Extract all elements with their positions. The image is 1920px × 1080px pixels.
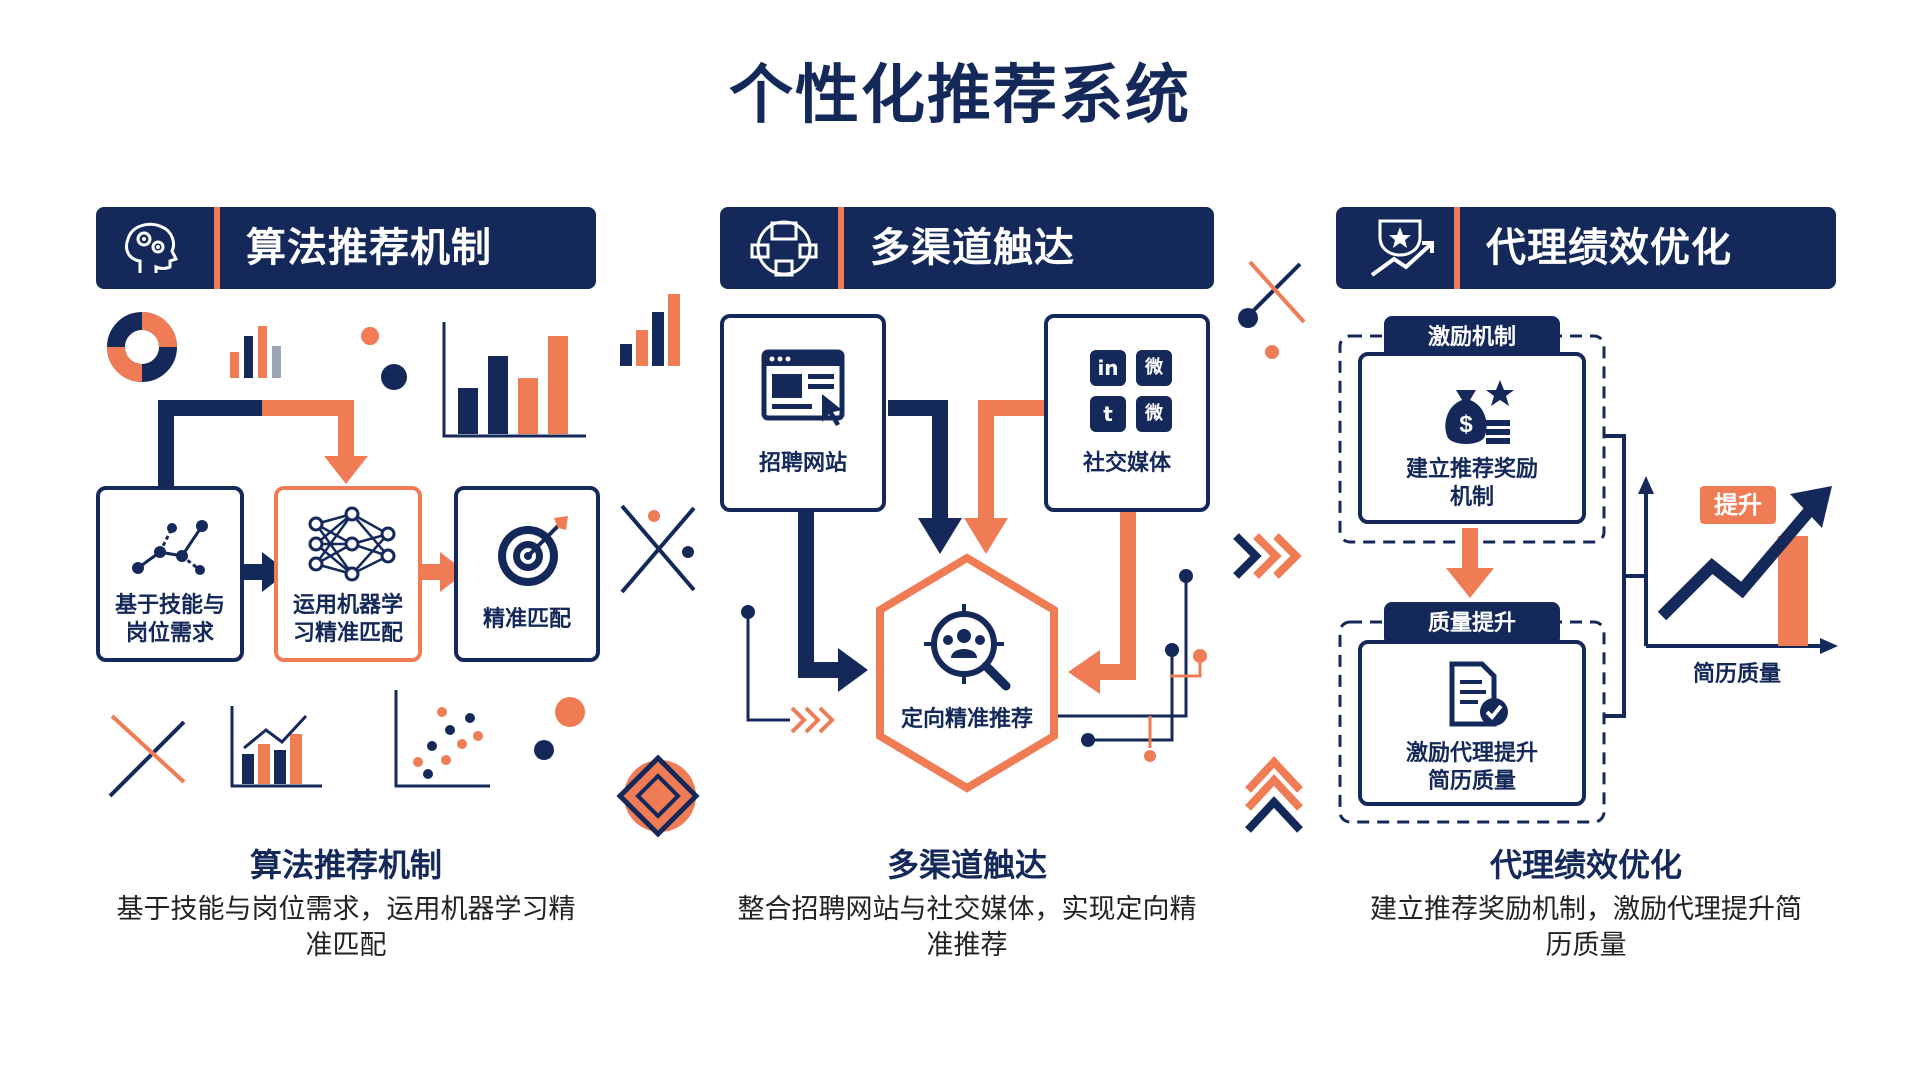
ml-matching-box: 运用机器学 习精准匹配 xyxy=(274,486,422,662)
resume-quality-box: 激励代理提升 简历质量 xyxy=(1358,640,1586,806)
precision-match-box: 精准匹配 xyxy=(454,486,600,662)
section-header-title: 多渠道触达 xyxy=(870,225,1075,271)
caption-description: 建立推荐奖励机制，激励代理提升简 xyxy=(1370,894,1802,925)
social-media-icon: in 微 t 微 xyxy=(1090,350,1174,434)
caption-title: 算法推荐机制 xyxy=(249,846,442,884)
cross-lines-decor xyxy=(108,714,186,798)
box-label: 招聘网站 xyxy=(758,451,847,476)
bar-line-chart-icon xyxy=(230,706,322,788)
money-bag-icon: $ xyxy=(1445,380,1514,444)
box-label: 社交媒体 xyxy=(1082,451,1171,476)
weibo-icon: 微 xyxy=(1136,396,1172,432)
decor-dot xyxy=(361,327,379,345)
bar-chart-icon xyxy=(442,322,586,438)
decor-dot xyxy=(381,364,407,390)
section-header-algorithm: 算法推荐机制 xyxy=(96,207,596,289)
wechat-icon: 微 xyxy=(1136,350,1172,386)
caption-description: 基于技能与岗位需求，运用机器学习精 xyxy=(116,894,576,925)
network-graph-icon xyxy=(132,520,208,575)
page-title: 个性化推荐系统 xyxy=(729,59,1191,133)
section-header-title: 算法推荐机制 xyxy=(246,225,492,271)
caption-description: 准匹配 xyxy=(305,930,387,961)
improve-badge: 提升 xyxy=(1700,486,1776,524)
small-bar-chart-icon xyxy=(620,294,680,366)
trophy-growth-icon xyxy=(1370,219,1434,277)
target-icon xyxy=(498,516,568,586)
reward-mechanism-box: $ 建立推荐奖励 机制 xyxy=(1358,352,1586,524)
box-label: 激励代理提升 xyxy=(1405,741,1538,766)
donut-chart-icon xyxy=(107,312,177,382)
browser-window-icon xyxy=(761,349,845,426)
box-label: 岗位需求 xyxy=(125,621,214,646)
box-label: 习精准匹配 xyxy=(292,621,403,646)
double-chevron-right-icon xyxy=(1233,533,1302,579)
targeted-recommendation-hexagon xyxy=(876,553,1058,793)
box-label: 运用机器学 xyxy=(292,593,403,618)
caption-description: 历质量 xyxy=(1545,930,1627,961)
small-bar-chart-icon xyxy=(230,326,281,378)
scatter-plot-icon xyxy=(394,690,490,788)
decor-dot xyxy=(534,740,554,760)
network-devices-icon xyxy=(750,220,818,277)
social-media-box: in 微 t 微 社交媒体 xyxy=(1044,314,1210,512)
box-label: 定向精准推荐 xyxy=(900,707,1033,732)
diamond-target-icon xyxy=(616,754,700,838)
svg-text:$: $ xyxy=(1459,411,1473,438)
document-check-icon xyxy=(1449,661,1508,727)
cross-lines-decor xyxy=(1238,260,1306,359)
recruitment-website-box: 招聘网站 xyxy=(720,314,886,512)
neural-network-icon xyxy=(308,506,396,582)
quality-improvement-pill: 质量提升 xyxy=(1384,602,1560,646)
linkedin-icon: in xyxy=(1090,350,1126,386)
people-search-icon xyxy=(924,604,1011,691)
caption-title: 多渠道触达 xyxy=(886,846,1047,884)
caption-title: 代理绩效优化 xyxy=(1489,846,1682,884)
caption-description: 整合招聘网站与社交媒体，实现定向精 xyxy=(737,894,1197,925)
growth-chart-icon xyxy=(1638,476,1838,654)
box-label: 精准匹配 xyxy=(482,607,571,632)
caption-description: 准推荐 xyxy=(926,930,1008,961)
brain-gears-icon xyxy=(125,222,179,273)
box-label: 机制 xyxy=(1449,485,1494,510)
chart-axis-label: 简历质量 xyxy=(1692,662,1781,687)
decor-dot xyxy=(555,697,585,727)
skill-requirement-box: 基于技能与 岗位需求 xyxy=(96,486,244,662)
box-label: 建立推荐奖励 xyxy=(1405,457,1538,482)
box-label: 基于技能与 xyxy=(114,593,225,618)
box-label: 简历质量 xyxy=(1427,769,1516,794)
cross-lines-decor xyxy=(620,504,696,594)
section-header-multichannel: 多渠道触达 xyxy=(720,207,1214,289)
twitter-icon: t xyxy=(1090,396,1126,432)
section-header-title: 代理绩效优化 xyxy=(1486,225,1732,271)
section-header-performance: 代理绩效优化 xyxy=(1336,207,1836,289)
triple-chevron-up-icon xyxy=(1245,756,1303,833)
